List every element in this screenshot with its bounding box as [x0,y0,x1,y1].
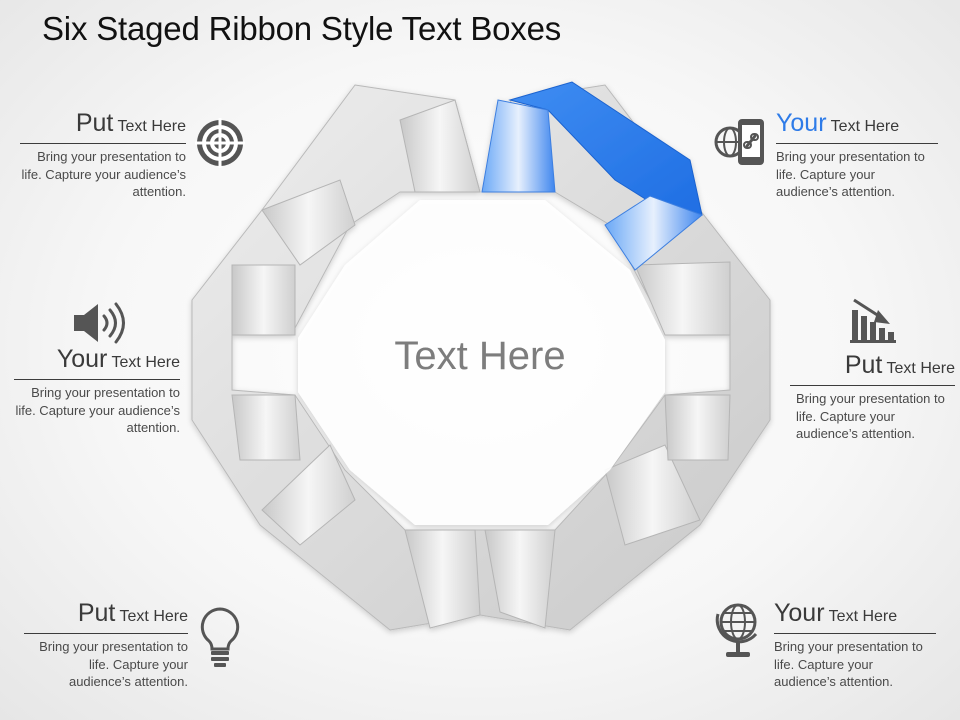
ribbon-fold-2 [261,179,356,266]
lightbulb-icon [200,607,240,667]
ribbon-fold-10 [634,261,731,336]
text-box-heading: Your Text Here [14,346,180,380]
text-box-middle-right: Put Text Here Bring your presentation to… [790,352,955,443]
text-box-heading: Your Text Here [774,600,936,634]
speaker-icon [74,302,125,344]
ribbon-fold-1 [399,99,481,193]
text-box-body: Bring your presentation to life. Capture… [15,385,180,435]
target-icon [195,118,245,168]
text-box-bottom-left: Put Text Here Bring your presentation to… [24,600,188,691]
globe-icon [715,603,758,657]
text-box-middle-left: Your Text Here Bring your presentation t… [14,346,180,437]
ribbon-fold-6 [404,529,481,629]
text-box-body: Bring your presentation to life. Capture… [774,639,923,689]
text-box-body: Bring your presentation to life. Capture… [39,639,188,689]
ribbon-fold-8 [604,444,701,546]
text-box-top-right: Your Text Here Bring your presentation t… [776,110,938,201]
ribbon-fold-3 [231,264,296,336]
center-text: Text Here [394,334,566,378]
slide-title: Six Staged Ribbon Style Text Boxes [42,10,562,47]
text-box-bottom-right: Your Text Here Bring your presentation t… [774,600,936,691]
ribbon-fold-7 [484,529,556,629]
ribbon-fold-4 [231,394,301,461]
ribbon-fold-5 [261,444,356,546]
text-box-heading: Your Text Here [776,110,938,144]
mobile-link-icon [714,119,764,165]
text-box-heading: Put Text Here [790,352,955,386]
center-hexagon [298,200,665,525]
text-box-body: Bring your presentation to life. Capture… [21,149,186,199]
text-box-top-left: Put Text Here Bring your presentation to… [20,110,186,201]
bar-chart-down-icon [850,298,896,343]
text-box-heading: Put Text Here [20,110,186,144]
ribbon-fold-9 [664,394,731,461]
text-box-body: Bring your presentation to life. Capture… [776,149,925,199]
ribbon-highlight-fold-top [481,99,556,193]
text-box-body: Bring your presentation to life. Capture… [796,391,945,441]
ribbon-highlight-fold-right [604,195,703,271]
text-box-heading: Put Text Here [24,600,188,634]
